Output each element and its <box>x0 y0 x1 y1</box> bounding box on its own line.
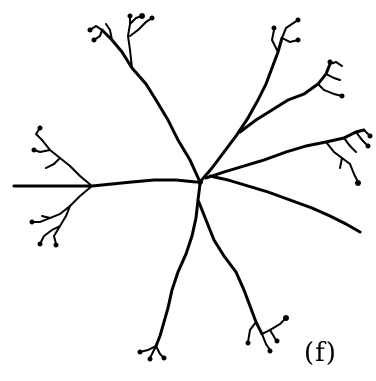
panel-label: (f) <box>304 340 337 366</box>
branch-right <box>206 130 373 232</box>
tree-center <box>197 179 203 185</box>
branch-left <box>14 126 196 248</box>
branch-upper-left <box>88 13 201 182</box>
branch-bottom <box>138 184 290 362</box>
